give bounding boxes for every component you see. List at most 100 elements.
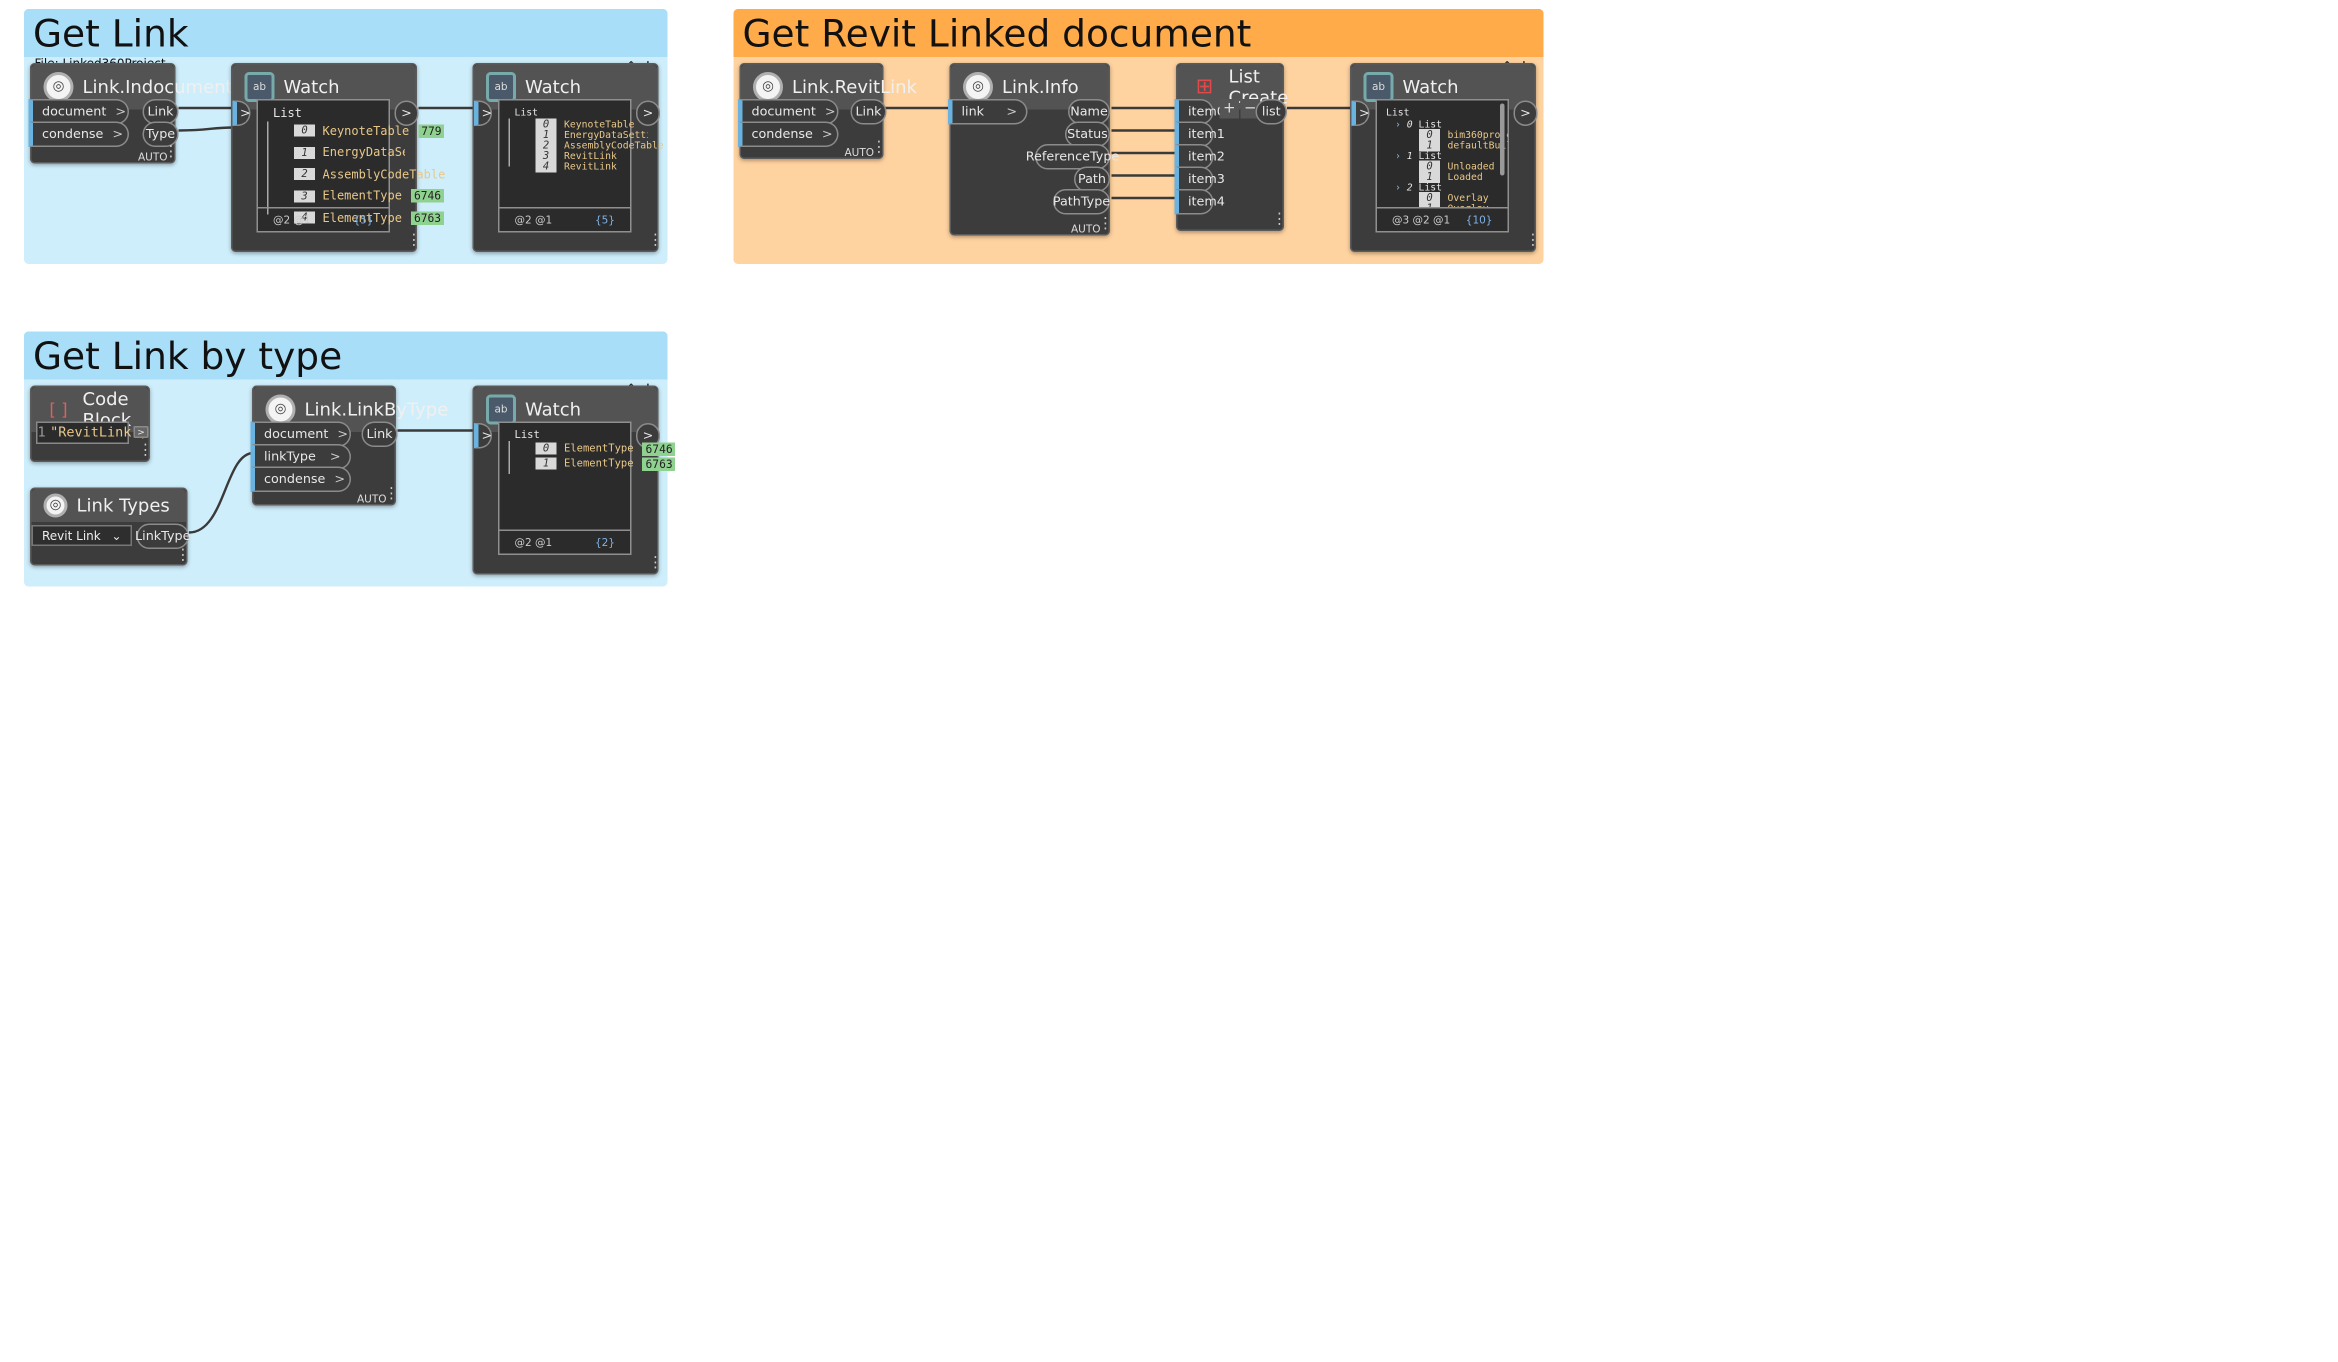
node-list-create[interactable]: ⊞List Create item0 item1 item2 item3 ite… bbox=[1174, 63, 1288, 231]
watch-preview[interactable]: List › 0 List 0bim360project_2 1defaultB… bbox=[1375, 99, 1509, 233]
list-item: 1defaultBuilding bbox=[1419, 138, 1508, 151]
watch-icon: ab bbox=[486, 72, 516, 102]
output-port-link[interactable]: Link bbox=[361, 421, 398, 447]
list-item: 1EnergyDataSettings bbox=[294, 142, 445, 164]
node-title: Watch bbox=[525, 399, 582, 420]
node-code-block[interactable]: [ ]Code Block 1"RevitLink"; > ⋮ bbox=[30, 385, 153, 462]
watch-footer: @2 @1{5} bbox=[499, 207, 630, 231]
watch-icon: ab bbox=[244, 72, 275, 102]
input-port-document[interactable]: document> bbox=[250, 421, 351, 447]
input-port-item4[interactable]: item4 bbox=[1174, 189, 1225, 215]
list-label: List bbox=[1386, 106, 1410, 119]
code-editor[interactable]: 1"RevitLink"; bbox=[36, 421, 148, 444]
node-menu-icon[interactable]: ⋮ bbox=[163, 144, 179, 161]
wire bbox=[178, 126, 235, 132]
node-menu-icon[interactable]: ⋮ bbox=[406, 232, 422, 249]
run-mode-label: AUTO bbox=[844, 147, 875, 159]
watch-icon: ab bbox=[486, 394, 516, 425]
scrollbar[interactable] bbox=[1500, 103, 1505, 176]
node-link-indocument[interactable]: ◎Link.Indocument document> condense> Lin… bbox=[28, 63, 233, 164]
node-menu-icon[interactable]: ⋮ bbox=[1098, 216, 1113, 233]
input-port-document[interactable]: document> bbox=[738, 99, 839, 125]
node-link-info[interactable]: ◎Link.Info link> Name Status ReferenceTy… bbox=[948, 63, 1119, 236]
output-port[interactable]: > bbox=[636, 100, 660, 126]
output-port[interactable]: > bbox=[133, 426, 149, 438]
input-port[interactable]: > bbox=[232, 100, 251, 126]
input-port-item2[interactable]: item2 bbox=[1174, 144, 1225, 170]
input-port-item1[interactable]: item1 bbox=[1174, 121, 1225, 147]
run-mode-label: AUTO bbox=[138, 151, 168, 164]
sublist-header: › 0 List bbox=[1395, 118, 1443, 131]
output-port-link[interactable]: Link bbox=[850, 99, 887, 125]
list-item: 0bim360project_2 bbox=[1419, 128, 1508, 141]
output-port-list[interactable]: list bbox=[1255, 99, 1287, 125]
output-port-referencetype[interactable]: ReferenceType bbox=[1026, 144, 1119, 170]
node-link-linkbytype[interactable]: ◎Link.LinkByType document> linkType> con… bbox=[250, 385, 448, 506]
add-input-button[interactable]: + bbox=[1219, 99, 1239, 119]
input-port-condense[interactable]: condense> bbox=[250, 466, 351, 492]
input-port-condense[interactable]: condense> bbox=[738, 121, 839, 147]
output-port-type[interactable]: Type bbox=[142, 121, 179, 147]
node-menu-icon[interactable]: ⋮ bbox=[871, 139, 887, 156]
output-port[interactable]: > bbox=[394, 100, 419, 126]
node-menu-icon[interactable]: ⋮ bbox=[648, 555, 663, 572]
input-port[interactable]: > bbox=[1351, 100, 1370, 126]
link-type-dropdown[interactable]: Revit Link⌄ bbox=[31, 525, 132, 546]
node-link-types[interactable]: ◎ Link Types Revit Link⌄ LinkType ⋮ bbox=[30, 487, 191, 566]
revit-icon: ◎ bbox=[43, 493, 68, 518]
node-link-revitlink[interactable]: ◎Link.RevitLink document> condense> Link… bbox=[738, 63, 917, 159]
watch-footer: @2 @1{5} bbox=[258, 207, 389, 231]
node-title: Link.Info bbox=[1002, 76, 1079, 98]
node-menu-icon[interactable]: ⋮ bbox=[1525, 232, 1541, 249]
connector-wires bbox=[178, 106, 1353, 534]
node-title: Link.Indocument bbox=[82, 76, 233, 98]
node-menu-icon[interactable]: ⋮ bbox=[1272, 211, 1287, 228]
node-title: Link Types bbox=[76, 495, 170, 516]
list-label: List bbox=[514, 106, 538, 119]
output-port[interactable]: > bbox=[1513, 100, 1538, 126]
node-menu-icon[interactable]: ⋮ bbox=[384, 486, 399, 503]
node-menu-icon[interactable]: ⋮ bbox=[175, 547, 191, 564]
output-port-pathtype[interactable]: PathType bbox=[1053, 189, 1110, 215]
input-port-link[interactable]: link> bbox=[948, 99, 1028, 125]
output-port-link[interactable]: Link bbox=[142, 99, 179, 125]
output-port-name[interactable]: Name bbox=[1068, 99, 1110, 125]
input-port-item0[interactable]: item0 bbox=[1174, 99, 1225, 125]
revit-icon: ◎ bbox=[963, 72, 993, 102]
watch-footer: @2 @1{2} bbox=[499, 529, 630, 554]
group-title: Get Link by type bbox=[33, 334, 343, 379]
output-port-linktype[interactable]: LinkType bbox=[135, 523, 190, 549]
watch-footer: @3 @2 @1{10} bbox=[1377, 207, 1508, 231]
node-menu-icon[interactable]: ⋮ bbox=[648, 232, 663, 249]
remove-input-button[interactable]: − bbox=[1240, 99, 1260, 119]
node-title: Watch bbox=[1402, 76, 1459, 98]
input-port-condense[interactable]: condense> bbox=[28, 121, 129, 147]
input-port[interactable]: > bbox=[474, 423, 492, 449]
list-label: List bbox=[273, 106, 302, 121]
sublist-header: › 1 List bbox=[1395, 150, 1443, 162]
list-label: List bbox=[514, 429, 540, 441]
input-port[interactable]: > bbox=[474, 100, 492, 126]
group-title: Get Revit Linked document bbox=[742, 12, 1252, 56]
node-menu-icon[interactable]: ⋮ bbox=[138, 442, 153, 459]
